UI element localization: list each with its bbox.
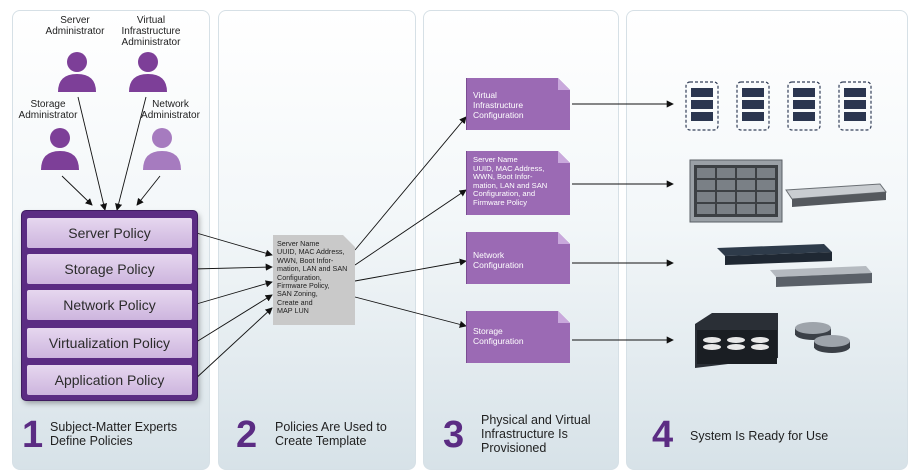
person-icon (129, 52, 167, 92)
step-4-number: 4 (652, 414, 674, 456)
person-icon (143, 128, 181, 170)
step-2-number: 2 (236, 414, 258, 456)
storage-policy: Storage Policy (27, 254, 192, 284)
storage-array-icon (695, 313, 850, 368)
server-admin-label: Server Administrator (45, 15, 105, 37)
panel-step-4 (626, 10, 908, 470)
virtual-server-icon (685, 81, 872, 131)
virtualization-policy: Virtualization Policy (27, 328, 192, 358)
step-2-text: Policies Are Used to Create Template (275, 420, 387, 448)
storage-admin-label: Storage Administrator (18, 99, 78, 121)
network-policy: Network Policy (27, 290, 192, 320)
network-admin-label: Network Administrator (141, 99, 200, 121)
step-1-text: Subject-Matter Experts Define Policies (50, 420, 178, 448)
virtual-infrastructure-config-doc: Virtual Infrastructure Configuration (466, 78, 570, 130)
storage-config-doc: Storage Configuration (466, 311, 570, 363)
network-switch-icon (717, 244, 872, 287)
person-icon (41, 128, 79, 170)
server-policy: Server Policy (27, 218, 192, 248)
step-3-number: 3 (443, 414, 465, 456)
template-document: Server Name UUID, MAC Address, WWN, Boot… (273, 235, 355, 325)
person-icon (58, 52, 96, 92)
step-1-number: 1 (22, 414, 44, 456)
step-3-text: Physical and Virtual Infrastructure Is P… (481, 413, 591, 455)
application-policy: Application Policy (27, 365, 192, 395)
server-config-doc: Server Name UUID, MAC Address, WWN, Boot… (466, 151, 570, 215)
blade-server-icon (689, 159, 887, 223)
network-config-doc: Network Configuration (466, 232, 570, 284)
virtual-admin-label: Virtual Infrastructure Administrator (121, 15, 181, 48)
step-4-text: System Is Ready for Use (690, 429, 829, 443)
policy-stack: Server Policy Storage Policy Network Pol… (22, 211, 197, 400)
